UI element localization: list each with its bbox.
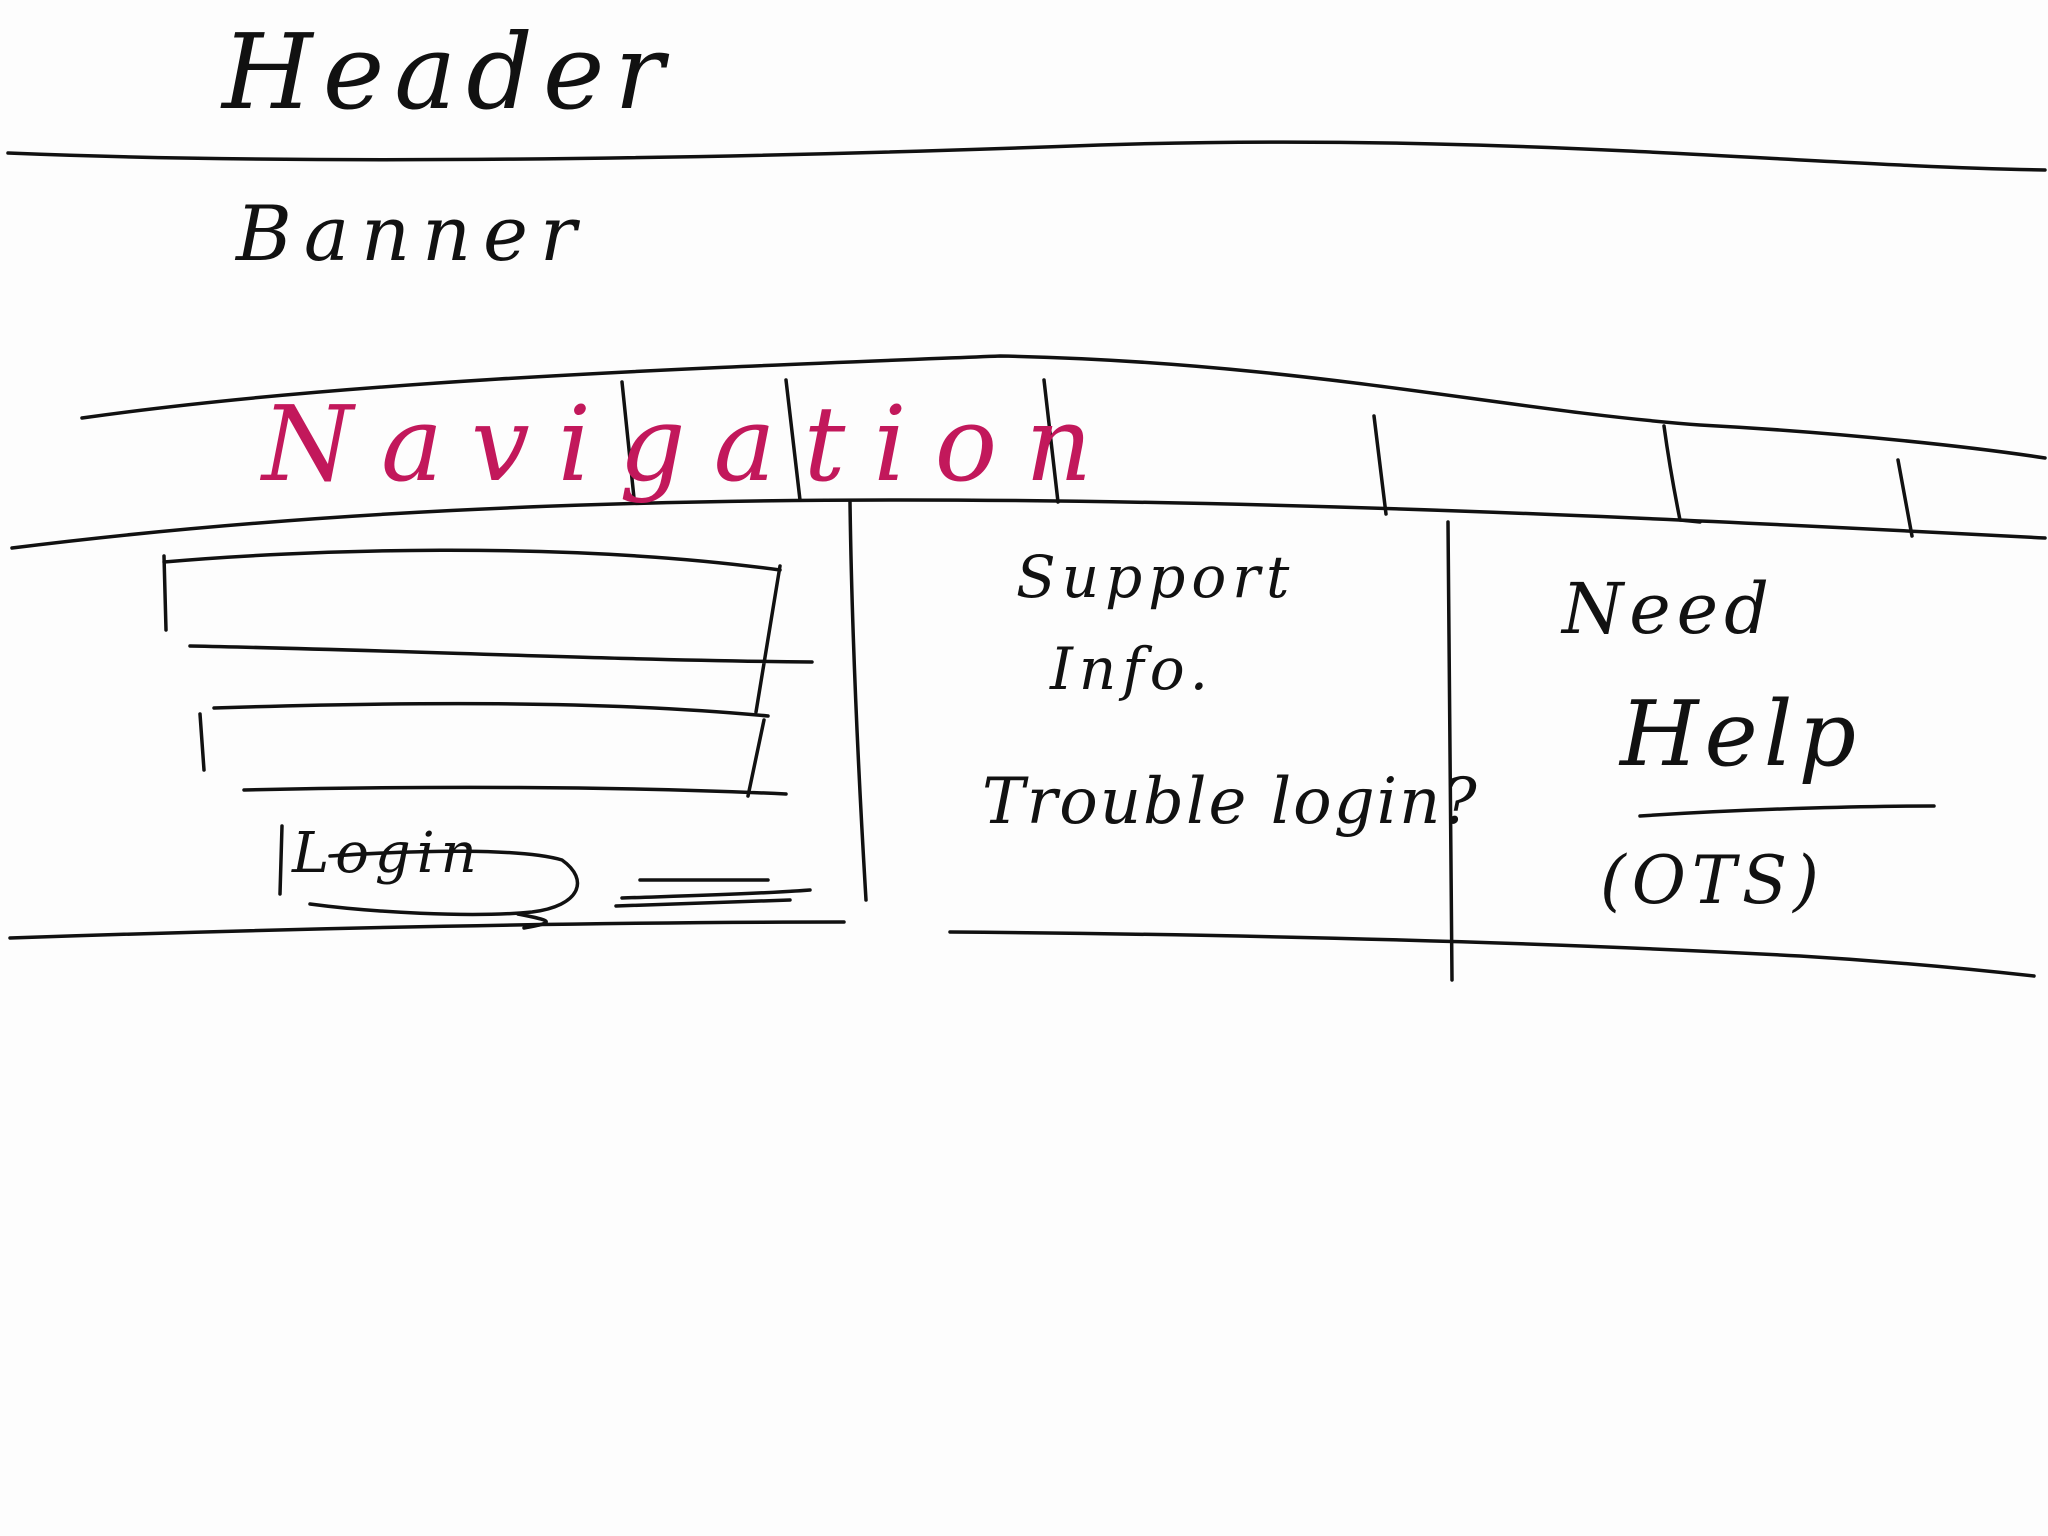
secondary-link[interactable]: [616, 872, 812, 912]
nav-separator: [1042, 378, 1060, 504]
nav-band-bottom: [10, 498, 2047, 550]
nav-separator: [1896, 458, 1914, 538]
help-link[interactable]: Help: [1620, 682, 1863, 787]
input-field-2-outline: [198, 701, 788, 798]
nav-separator: [1372, 414, 1388, 516]
secondary-link-lines: [614, 878, 812, 908]
header-divider: [6, 140, 2047, 172]
ots-label: (OTS): [1600, 842, 1825, 919]
help-underline: [1638, 804, 1936, 818]
input-field-1[interactable]: [166, 556, 766, 648]
header-label: Header: [222, 11, 675, 133]
login-button[interactable]: Login: [292, 821, 483, 886]
login-panel-bottom: [8, 920, 846, 940]
panel-divider-left: [848, 500, 868, 902]
panel-divider-right: [1446, 520, 1454, 982]
input-field-1-outline: [162, 548, 814, 714]
nav-separator: [1662, 424, 1702, 524]
info-title: Info.: [1050, 635, 1215, 703]
need-label: Need: [1562, 568, 1775, 650]
nav-separator: [620, 380, 636, 500]
support-title: Support: [1016, 543, 1296, 611]
trouble-login-link[interactable]: Trouble login?: [982, 765, 1479, 839]
login-button-outline: [278, 824, 580, 930]
support-panel-bottom: [948, 930, 2036, 978]
nav-separator: [784, 378, 802, 502]
input-field-2[interactable]: [204, 706, 764, 792]
nav-band-top: [80, 354, 2047, 460]
banner-label: Banner: [236, 189, 589, 278]
navigation-label: Navigation: [262, 383, 1121, 505]
